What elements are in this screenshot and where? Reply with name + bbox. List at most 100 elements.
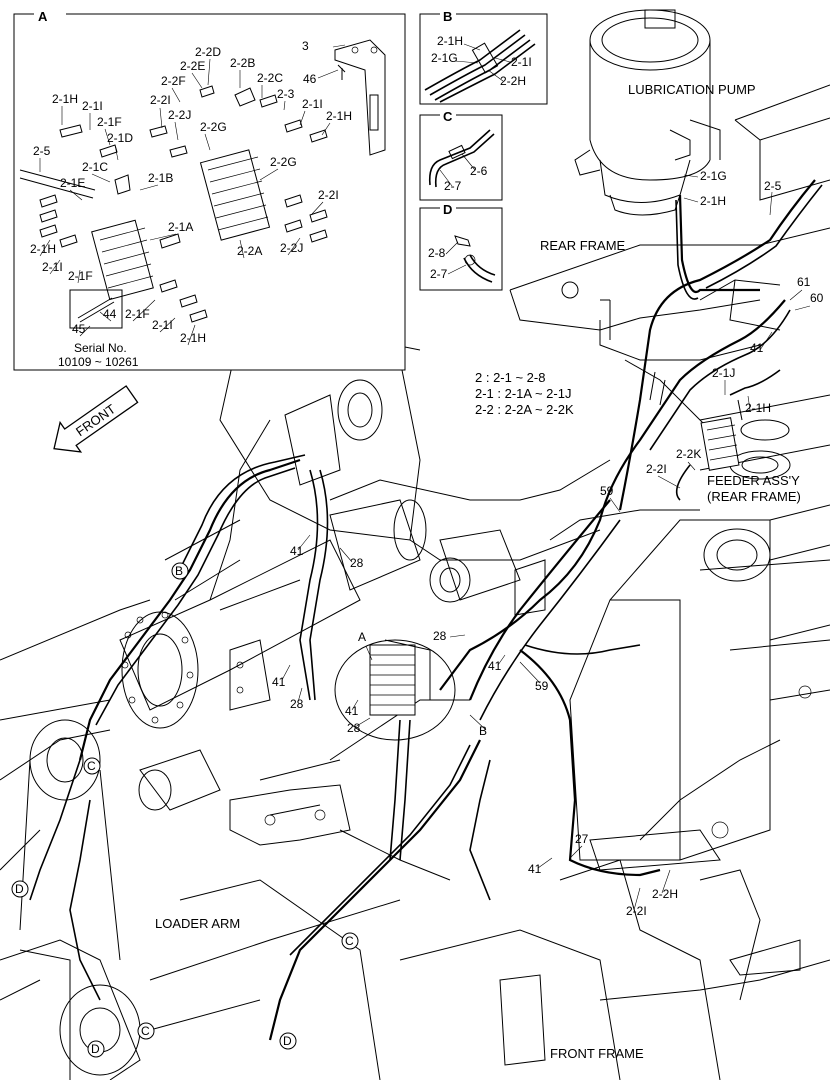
callout-label: 2-2K bbox=[676, 447, 701, 461]
machine-line-art bbox=[0, 84, 830, 1081]
legend-line-3: 2-2 : 2-2A ~ 2-2K bbox=[475, 402, 574, 417]
leader-line bbox=[461, 153, 476, 171]
leader-line bbox=[497, 654, 506, 666]
callout-label: D bbox=[15, 882, 24, 896]
leader-line bbox=[449, 634, 466, 638]
inset-c-labels: 2-62-7 bbox=[439, 153, 488, 193]
leader-line bbox=[149, 233, 177, 241]
cylinder-bolts bbox=[121, 611, 194, 724]
leader-line bbox=[494, 57, 511, 63]
lubrication-pump bbox=[574, 9, 721, 216]
inset-a-label: 2-3 bbox=[277, 87, 295, 101]
callout-labels: 2-1G2-1H2-56160412-1J2-1H2-2K2-2I594128A… bbox=[11, 169, 824, 1058]
callout-label: 41 bbox=[272, 675, 286, 689]
callout-circle bbox=[137, 1022, 155, 1040]
leader-line bbox=[299, 110, 306, 126]
callout-circle bbox=[279, 1032, 297, 1050]
inset-a-label: 2-1I bbox=[152, 318, 173, 332]
leader-line bbox=[79, 325, 91, 337]
leader-line bbox=[159, 107, 163, 129]
leader-line bbox=[365, 645, 373, 661]
inset-a-label: 2-2J bbox=[168, 108, 191, 122]
callout-label: C bbox=[345, 934, 354, 948]
inset-a-label: 2-1I bbox=[82, 99, 103, 113]
leader-line bbox=[683, 197, 699, 203]
leader-line bbox=[171, 87, 181, 103]
inset-a-label: 2-1F bbox=[125, 307, 150, 321]
title-feeder-1: FEEDER ASS'Y bbox=[707, 473, 800, 488]
leader-line bbox=[317, 69, 339, 79]
title-front-frame: FRONT FRAME bbox=[550, 1046, 644, 1061]
callout-label: 2-1G bbox=[700, 169, 727, 183]
callout-label: 2-1H bbox=[745, 401, 771, 415]
inset-a-label: 2-1H bbox=[180, 331, 206, 345]
inset-a-label: 2-1I bbox=[302, 97, 323, 111]
callout-label: D bbox=[91, 1042, 100, 1056]
leader-line bbox=[789, 289, 803, 301]
inset-b-letter: B bbox=[443, 9, 452, 24]
leader-line bbox=[487, 69, 504, 82]
leader-line bbox=[447, 264, 467, 275]
leader-line bbox=[657, 475, 681, 489]
callout-label: 59 bbox=[535, 679, 549, 693]
callout-label: 28 bbox=[290, 697, 304, 711]
leader-line bbox=[204, 133, 211, 151]
inset-b-label: 2-2H bbox=[500, 74, 526, 88]
leader-line bbox=[794, 305, 811, 311]
callout-label: 2-5 bbox=[764, 179, 782, 193]
inset-b-label: 2-1I bbox=[511, 55, 532, 69]
leader-line bbox=[259, 168, 279, 181]
leader-line bbox=[311, 201, 324, 215]
callout-label: 2-2H bbox=[652, 887, 678, 901]
callout-label: 41 bbox=[290, 544, 304, 558]
inset-a-label: 2-1F bbox=[97, 115, 122, 129]
leader-line bbox=[174, 121, 179, 141]
leader-line bbox=[439, 169, 453, 187]
callout-label: 2-2I bbox=[626, 904, 647, 918]
inset-a-label: 2-2C bbox=[257, 71, 283, 85]
title-lubrication-pump: LUBRICATION PUMP bbox=[628, 82, 756, 97]
callout-circle bbox=[341, 932, 359, 950]
inset-a-label: 2-1E bbox=[60, 176, 85, 190]
inset-c-letter: C bbox=[443, 109, 453, 124]
callout-label: 2-1H bbox=[700, 194, 726, 208]
legend: 2 : 2-1 ~ 2-8 2-1 : 2-1A ~ 2-1J 2-2 : 2-… bbox=[475, 370, 574, 417]
inset-a-label: 2-2B bbox=[230, 56, 255, 70]
front-arrow: FRONT bbox=[53, 385, 139, 453]
inset-c-label: 2-6 bbox=[470, 164, 488, 178]
inset-a-label: 2-1C bbox=[82, 160, 108, 174]
inset-a-label: 2-5 bbox=[33, 144, 51, 158]
title-feeder-2: (REAR FRAME) bbox=[707, 489, 801, 504]
inset-a-label: 2-2G bbox=[270, 155, 297, 169]
callout-label: C bbox=[141, 1024, 150, 1038]
leader-line bbox=[283, 100, 286, 111]
inset-d-label: 2-7 bbox=[430, 267, 448, 281]
callout-label: 60 bbox=[810, 291, 824, 305]
leader-line bbox=[759, 331, 773, 351]
leader-line bbox=[281, 664, 291, 681]
leader-line bbox=[77, 269, 81, 284]
legend-line-1: 2 : 2-1 ~ 2-8 bbox=[475, 370, 545, 385]
inset-c: C bbox=[419, 109, 503, 201]
leader-line bbox=[207, 58, 211, 86]
callout-label: A bbox=[358, 630, 366, 644]
leader-line bbox=[239, 239, 245, 259]
leader-line bbox=[191, 72, 203, 89]
leader-line bbox=[159, 317, 176, 333]
legend-line-2: 2-1 : 2-1A ~ 2-1J bbox=[475, 386, 571, 401]
inset-a-label: 2-2F bbox=[161, 74, 186, 88]
callout-label: 2-2I bbox=[646, 462, 667, 476]
inset-b: B bbox=[419, 9, 548, 105]
callout-label: C bbox=[87, 759, 96, 773]
callout-label: 41 bbox=[750, 341, 764, 355]
leader-line bbox=[633, 887, 641, 911]
inset-b-label: 2-1G bbox=[431, 51, 458, 65]
leader-line bbox=[537, 857, 553, 869]
inset-d-label: 2-8 bbox=[428, 246, 446, 260]
titles: LUBRICATION PUMP REAR FRAME FEEDER ASS'Y… bbox=[155, 82, 801, 1061]
inset-d-letter: D bbox=[443, 202, 452, 217]
inset-a-label: 2-1D bbox=[107, 131, 133, 145]
inset-a-label: 2-2G bbox=[200, 120, 227, 134]
